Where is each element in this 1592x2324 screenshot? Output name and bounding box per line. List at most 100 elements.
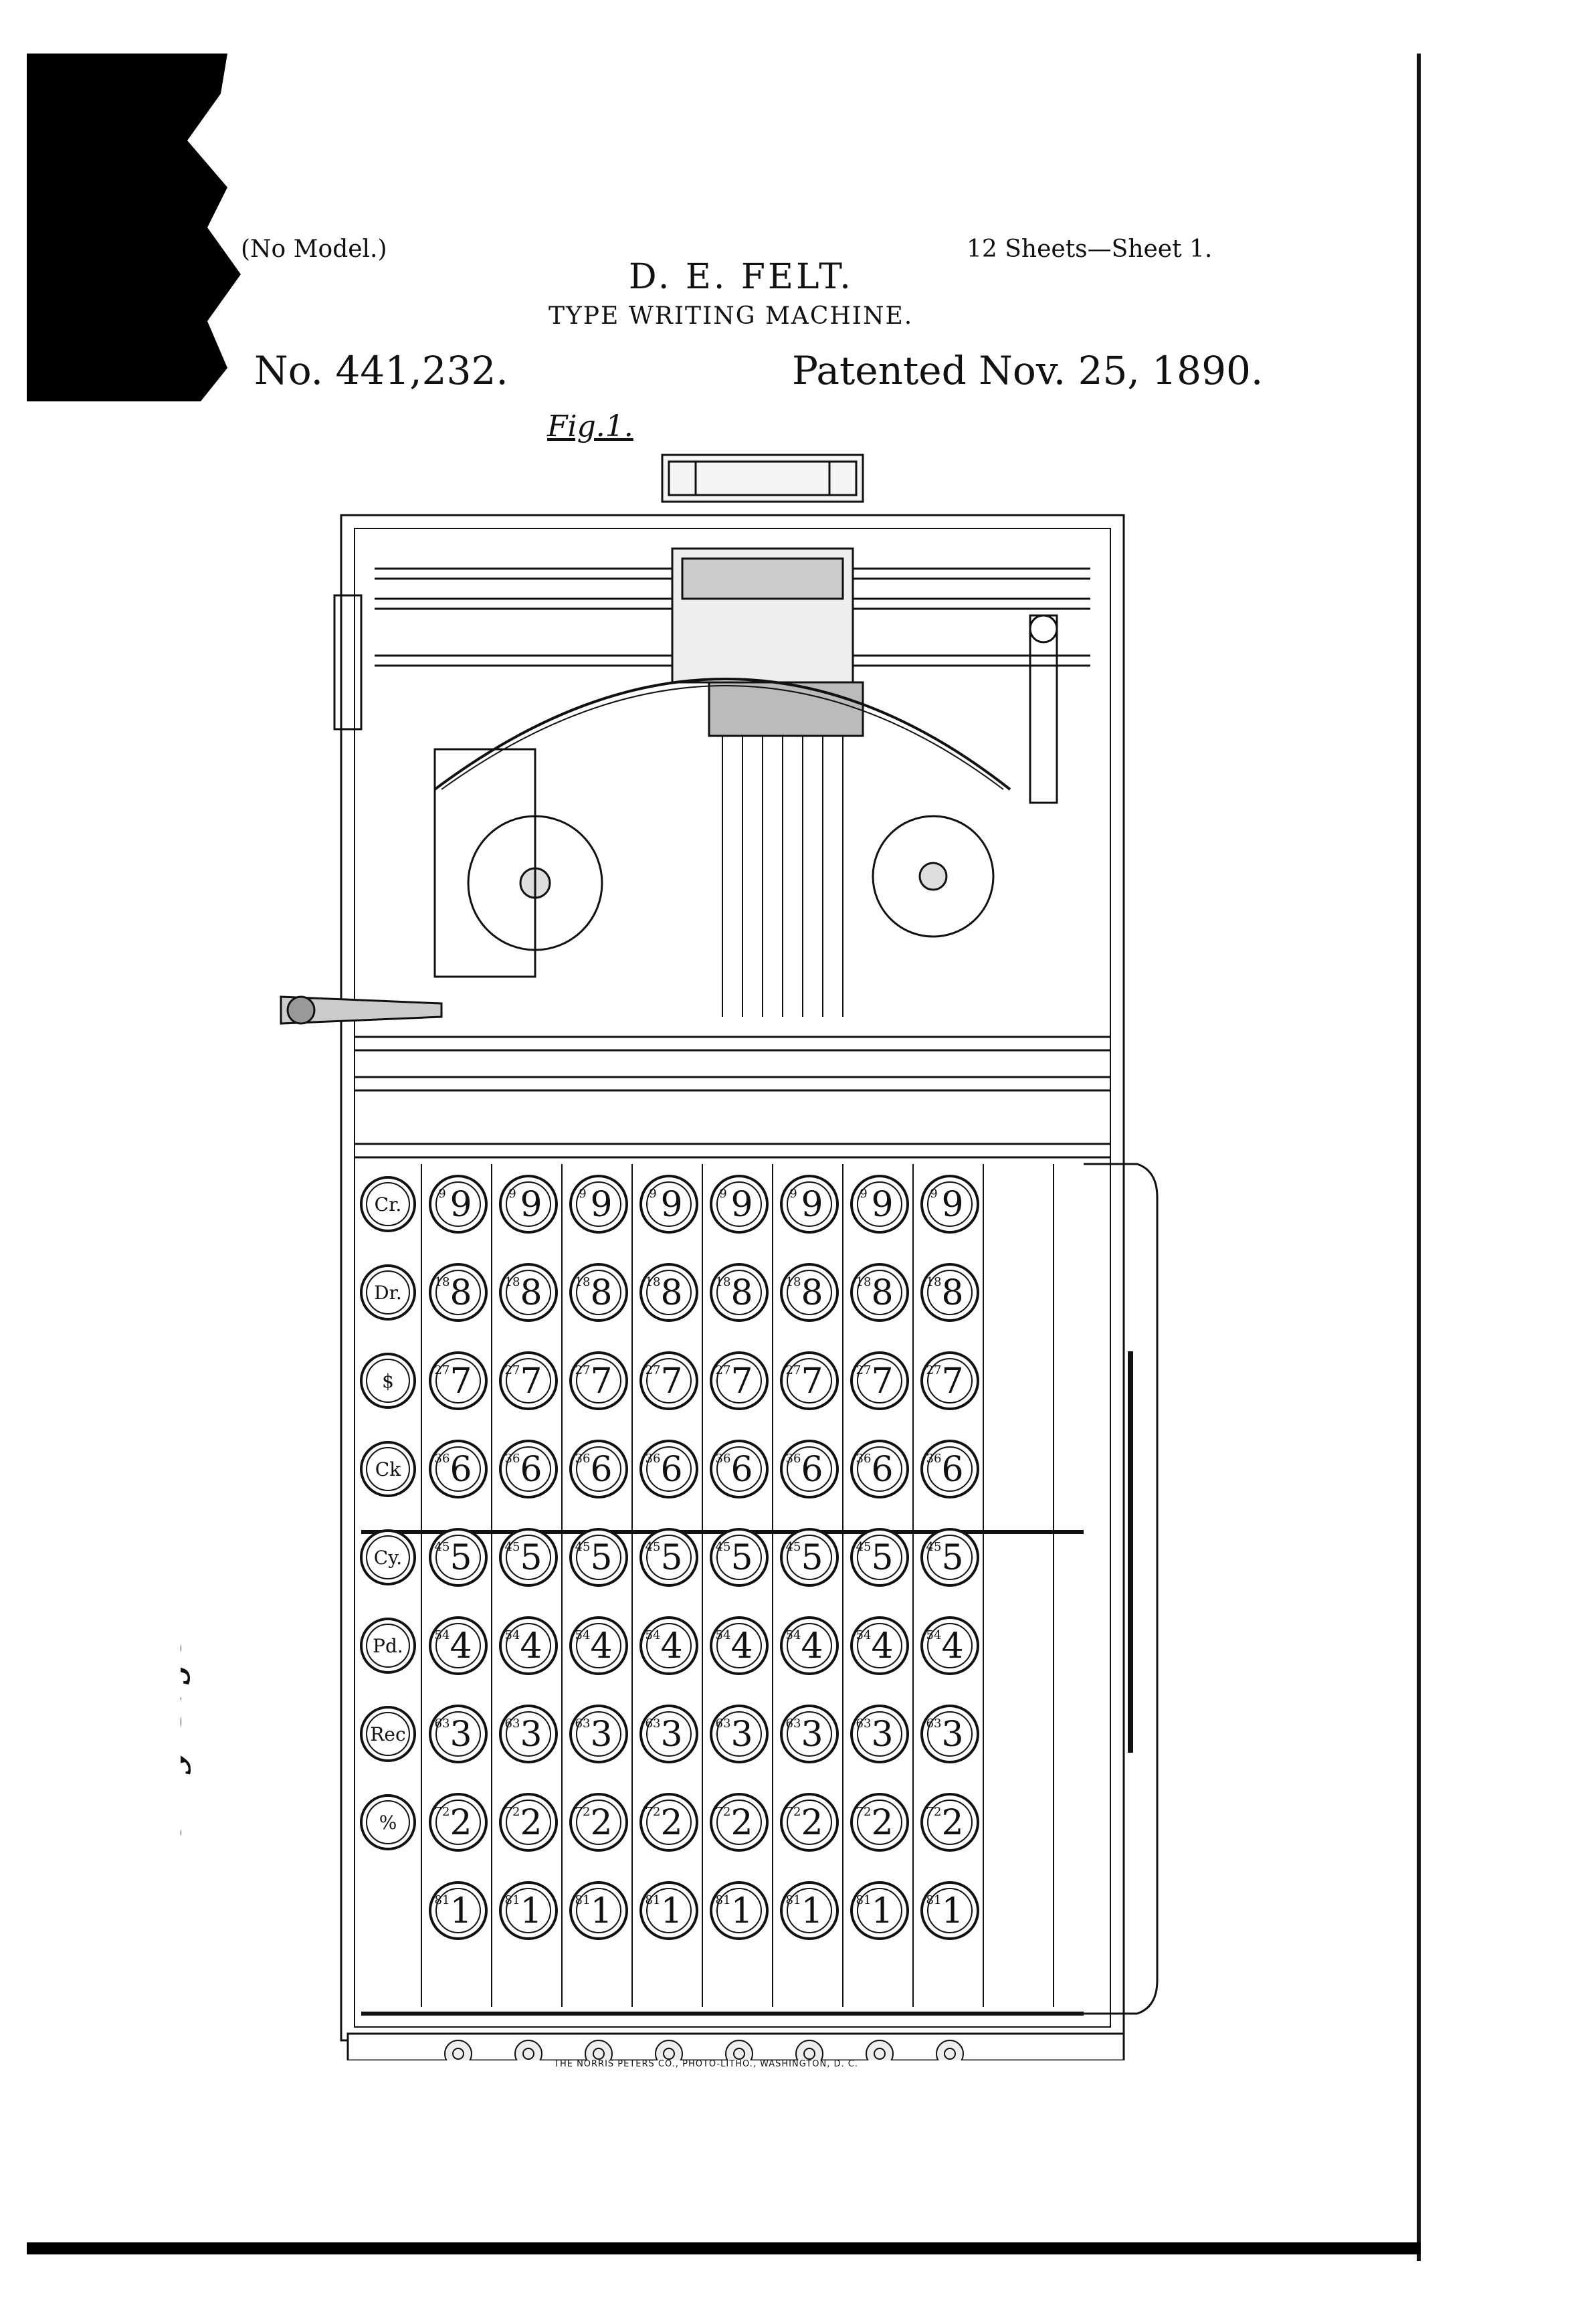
digit-key[interactable]: 272	[710, 1793, 769, 1852]
digit-key[interactable]: 636	[920, 1440, 979, 1498]
digit-key[interactable]: 818	[850, 1263, 909, 1322]
digit-key-label: 1	[660, 1891, 682, 1931]
digit-key[interactable]: 181	[499, 1881, 558, 1940]
digit-key[interactable]: 727	[920, 1351, 979, 1410]
digit-key[interactable]: 727	[780, 1351, 839, 1410]
digit-key[interactable]: 727	[639, 1351, 698, 1410]
digit-key-label: 8	[450, 1273, 472, 1313]
digit-key[interactable]: 727	[710, 1351, 769, 1410]
digit-key[interactable]: 454	[429, 1616, 488, 1675]
digit-key[interactable]: 99	[499, 1175, 558, 1234]
digit-key[interactable]: 545	[780, 1528, 839, 1587]
digit-key[interactable]: 272	[780, 1793, 839, 1852]
digit-key[interactable]: 727	[569, 1351, 628, 1410]
digit-key[interactable]: 818	[780, 1263, 839, 1322]
digit-key[interactable]: 636	[639, 1440, 698, 1498]
digit-key-index: 72	[926, 1805, 942, 1819]
digit-key[interactable]: 99	[639, 1175, 698, 1234]
digit-key[interactable]: 636	[499, 1440, 558, 1498]
digit-key[interactable]: 181	[639, 1881, 698, 1940]
digit-key[interactable]: 181	[569, 1881, 628, 1940]
digit-key[interactable]: 545	[920, 1528, 979, 1587]
digit-key[interactable]: 99	[850, 1175, 909, 1234]
digit-key[interactable]: 545	[710, 1528, 769, 1587]
digit-key-label: 8	[660, 1273, 682, 1313]
digit-key[interactable]: 727	[429, 1351, 488, 1410]
digit-key-index: 45	[575, 1540, 591, 1554]
digit-key[interactable]: 818	[639, 1263, 698, 1322]
digit-key[interactable]: 545	[850, 1528, 909, 1587]
digit-key[interactable]: 454	[639, 1616, 698, 1675]
function-key[interactable]: Cy.	[360, 1529, 416, 1585]
digit-key[interactable]: 818	[710, 1263, 769, 1322]
digit-key[interactable]: 272	[429, 1793, 488, 1852]
digit-key[interactable]: 181	[920, 1881, 979, 1940]
digit-key[interactable]: 181	[429, 1881, 488, 1940]
digit-key[interactable]: 454	[710, 1616, 769, 1675]
digit-key[interactable]: 272	[499, 1793, 558, 1852]
digit-key[interactable]: 454	[569, 1616, 628, 1675]
digit-key[interactable]: 363	[850, 1705, 909, 1763]
digit-key[interactable]: 636	[850, 1440, 909, 1498]
digit-key[interactable]: 363	[639, 1705, 698, 1763]
digit-key[interactable]: 181	[710, 1881, 769, 1940]
digit-key[interactable]: 181	[780, 1881, 839, 1940]
function-key[interactable]: Dr.	[360, 1264, 416, 1321]
digit-key[interactable]: 363	[499, 1705, 558, 1763]
digit-key[interactable]: 818	[499, 1263, 558, 1322]
digit-key[interactable]: 363	[920, 1705, 979, 1763]
digit-key[interactable]: 272	[850, 1793, 909, 1852]
digit-key[interactable]: 727	[499, 1351, 558, 1410]
digit-key[interactable]: 99	[569, 1175, 628, 1234]
function-key[interactable]: Cr.	[360, 1176, 416, 1232]
digit-key[interactable]: 545	[429, 1528, 488, 1587]
function-key[interactable]: Rec	[360, 1706, 416, 1762]
digit-key-index: 45	[435, 1540, 450, 1554]
digit-key[interactable]: 363	[429, 1705, 488, 1763]
digit-key[interactable]: 636	[710, 1440, 769, 1498]
digit-key-label: 5	[871, 1538, 893, 1578]
function-key[interactable]: %	[360, 1794, 416, 1850]
digit-key[interactable]: 545	[569, 1528, 628, 1587]
function-key-label: Cr.	[375, 1193, 402, 1216]
digit-key[interactable]: 363	[710, 1705, 769, 1763]
digit-key[interactable]: 454	[920, 1616, 979, 1675]
digit-key-label: 5	[450, 1538, 472, 1578]
digit-key[interactable]: 363	[780, 1705, 839, 1763]
digit-key[interactable]: 727	[850, 1351, 909, 1410]
digit-key-index: 54	[926, 1628, 942, 1642]
digit-key[interactable]: 181	[850, 1881, 909, 1940]
digit-key[interactable]: 636	[780, 1440, 839, 1498]
digit-key[interactable]: 272	[569, 1793, 628, 1852]
digit-key[interactable]: 99	[710, 1175, 769, 1234]
digit-key[interactable]: 818	[429, 1263, 488, 1322]
digit-key[interactable]: 818	[569, 1263, 628, 1322]
digit-key-index: 45	[786, 1540, 801, 1554]
digit-key[interactable]: 818	[920, 1263, 979, 1322]
digit-key[interactable]: 363	[569, 1705, 628, 1763]
digit-key-label: 8	[871, 1273, 893, 1313]
digit-key-index: 27	[856, 1363, 872, 1377]
digit-key-index: 18	[645, 1275, 661, 1289]
digit-key[interactable]: 99	[780, 1175, 839, 1234]
digit-key-index: 27	[926, 1363, 942, 1377]
digit-key[interactable]: 454	[499, 1616, 558, 1675]
digit-key-label: 3	[801, 1715, 823, 1755]
digit-key[interactable]: 99	[920, 1175, 979, 1234]
function-key[interactable]: $	[360, 1353, 416, 1409]
function-key[interactable]: Ck	[360, 1441, 416, 1497]
digit-key[interactable]: 272	[639, 1793, 698, 1852]
torn-corner	[27, 54, 241, 401]
digit-key[interactable]: 99	[429, 1175, 488, 1234]
digit-key[interactable]: 636	[569, 1440, 628, 1498]
function-key[interactable]: Pd.	[360, 1618, 416, 1674]
digit-key[interactable]: 272	[920, 1793, 979, 1852]
digit-key[interactable]: 545	[499, 1528, 558, 1587]
digit-key[interactable]: 454	[850, 1616, 909, 1675]
digit-key-index: 36	[716, 1452, 731, 1466]
digit-key[interactable]: 454	[780, 1616, 839, 1675]
digit-key[interactable]: 545	[639, 1528, 698, 1587]
digit-key[interactable]: 636	[429, 1440, 488, 1498]
digit-key-label: 3	[871, 1715, 893, 1755]
